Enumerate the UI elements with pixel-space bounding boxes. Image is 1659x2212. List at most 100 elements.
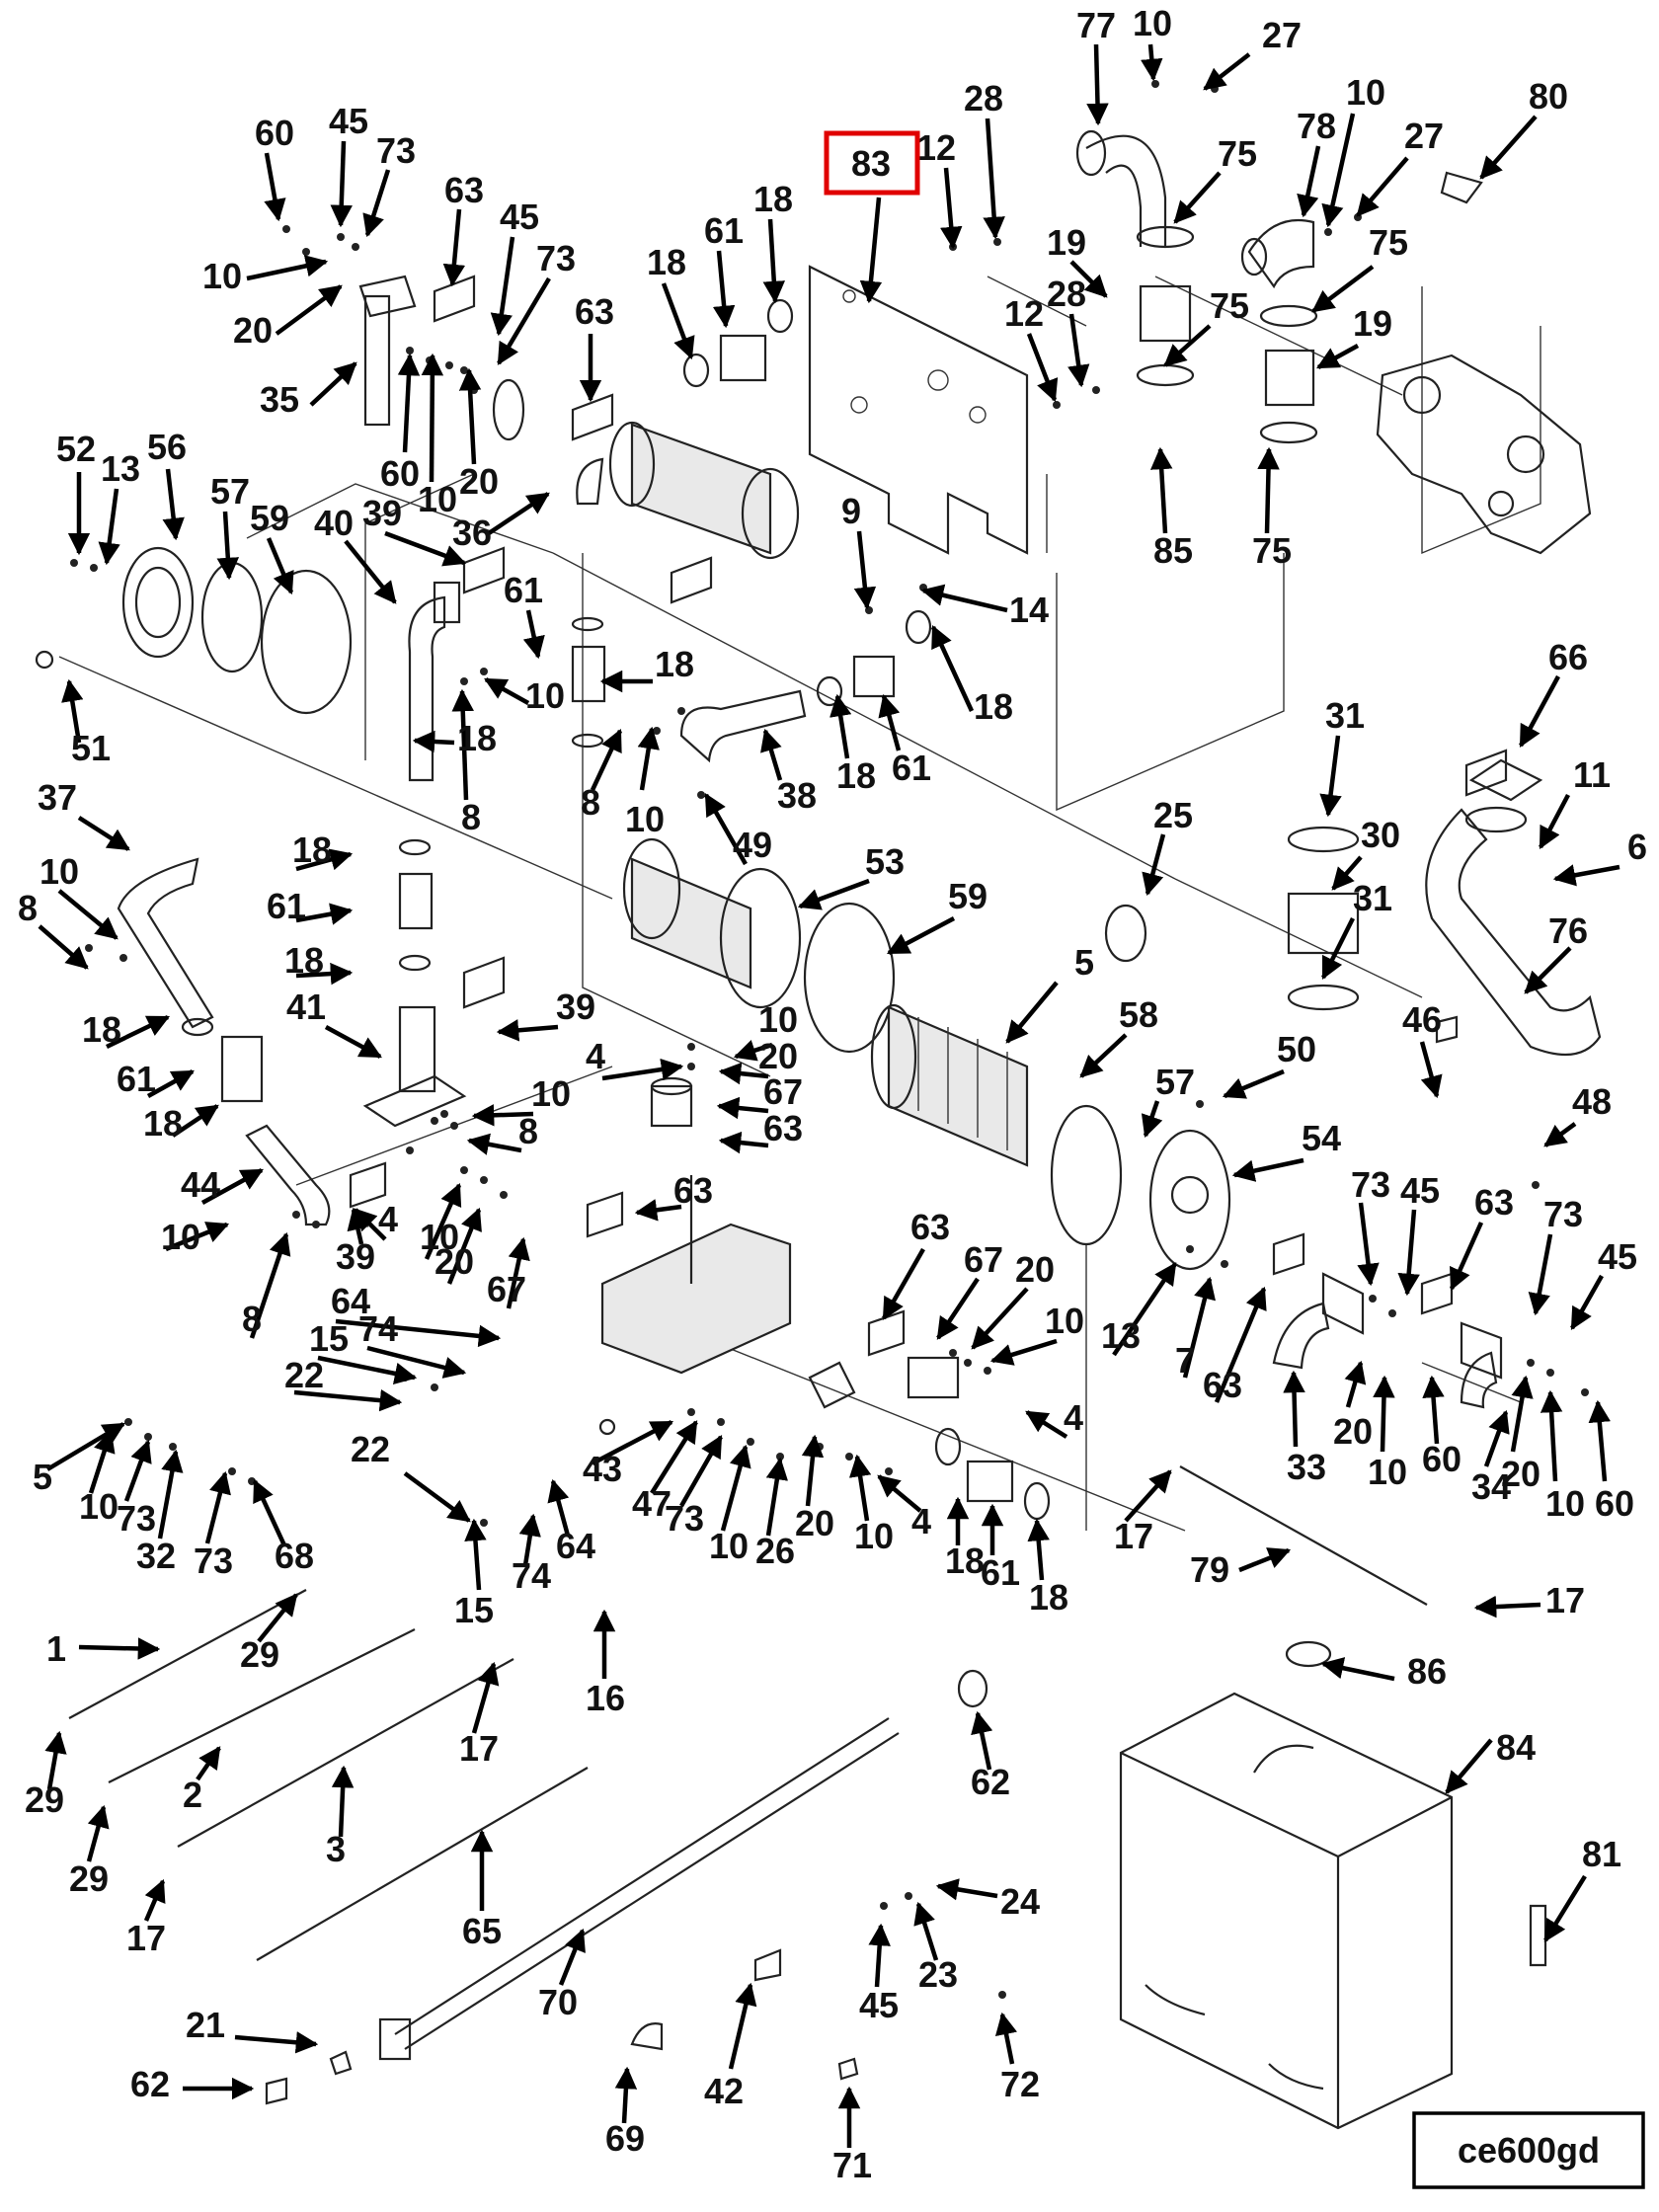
callout-6[interactable]: 6 (1627, 827, 1647, 867)
callout-10[interactable]: 10 (531, 1073, 571, 1114)
callout-3[interactable]: 3 (326, 1829, 346, 1869)
callout-13[interactable]: 13 (101, 448, 140, 489)
callout-28[interactable]: 28 (964, 78, 1003, 118)
callout-29[interactable]: 29 (69, 1858, 109, 1899)
callout-39[interactable]: 39 (362, 493, 402, 533)
callout-66[interactable]: 66 (1548, 637, 1588, 677)
callout-10[interactable]: 10 (709, 1526, 749, 1566)
callout-46[interactable]: 46 (1402, 999, 1442, 1040)
callout-35[interactable]: 35 (260, 379, 299, 420)
callout-53[interactable]: 53 (865, 841, 905, 882)
callout-77[interactable]: 77 (1076, 5, 1116, 45)
callout-2[interactable]: 2 (183, 1775, 202, 1815)
callout-10[interactable]: 10 (79, 1486, 118, 1527)
callout-10[interactable]: 10 (418, 479, 457, 519)
callout-22[interactable]: 22 (351, 1429, 390, 1469)
callout-65[interactable]: 65 (462, 1911, 502, 1951)
callout-52[interactable]: 52 (56, 429, 96, 469)
callout-60[interactable]: 60 (255, 113, 294, 153)
callout-64[interactable]: 64 (331, 1281, 370, 1321)
callout-29[interactable]: 29 (25, 1779, 64, 1820)
callout-47[interactable]: 47 (632, 1483, 672, 1524)
callout-29[interactable]: 29 (240, 1634, 279, 1675)
callout-39[interactable]: 39 (556, 987, 595, 1027)
callout-17[interactable]: 17 (459, 1728, 499, 1769)
callout-21[interactable]: 21 (186, 2005, 225, 2045)
callout-4[interactable]: 4 (586, 1036, 605, 1076)
callout-61[interactable]: 61 (981, 1552, 1020, 1593)
callout-18[interactable]: 18 (1029, 1577, 1068, 1618)
callout-24[interactable]: 24 (1000, 1881, 1040, 1922)
callout-17[interactable]: 17 (1545, 1580, 1585, 1620)
callout-62[interactable]: 62 (130, 2064, 170, 2104)
callout-43[interactable]: 43 (583, 1449, 622, 1489)
callout-73[interactable]: 73 (536, 238, 576, 278)
callout-45[interactable]: 45 (1598, 1236, 1637, 1277)
callout-4[interactable]: 4 (378, 1199, 398, 1239)
callout-60[interactable]: 60 (1422, 1439, 1462, 1479)
callout-49[interactable]: 49 (733, 825, 772, 865)
callout-61[interactable]: 61 (267, 886, 306, 926)
callout-45[interactable]: 45 (1400, 1170, 1440, 1211)
callout-39[interactable]: 39 (336, 1236, 375, 1277)
callout-45[interactable]: 45 (859, 1985, 899, 2025)
callout-80[interactable]: 80 (1529, 76, 1568, 117)
callout-18[interactable]: 18 (836, 755, 876, 796)
callout-73[interactable]: 73 (376, 130, 416, 171)
callout-48[interactable]: 48 (1572, 1081, 1612, 1122)
callout-61[interactable]: 61 (704, 210, 744, 251)
callout-10[interactable]: 10 (1545, 1483, 1585, 1524)
callout-54[interactable]: 54 (1302, 1118, 1341, 1158)
callout-71[interactable]: 71 (832, 2145, 872, 2185)
callout-69[interactable]: 69 (605, 2118, 645, 2159)
callout-5[interactable]: 5 (33, 1457, 52, 1497)
callout-12[interactable]: 12 (1004, 293, 1044, 334)
callout-27[interactable]: 27 (1262, 15, 1302, 55)
callout-73[interactable]: 73 (194, 1540, 233, 1581)
callout-27[interactable]: 27 (1404, 116, 1444, 156)
callout-1[interactable]: 1 (46, 1628, 66, 1669)
callout-10[interactable]: 10 (625, 799, 665, 839)
callout-8[interactable]: 8 (581, 782, 600, 823)
callout-51[interactable]: 51 (71, 728, 111, 768)
callout-7[interactable]: 7 (1175, 1340, 1195, 1381)
callout-12[interactable]: 12 (916, 127, 956, 168)
callout-62[interactable]: 62 (971, 1762, 1010, 1802)
callout-60[interactable]: 60 (1595, 1483, 1634, 1524)
callout-18[interactable]: 18 (284, 940, 324, 981)
callout-15[interactable]: 15 (454, 1590, 494, 1630)
callout-61[interactable]: 61 (504, 570, 543, 610)
callout-73[interactable]: 73 (1351, 1164, 1390, 1205)
callout-75[interactable]: 75 (1210, 285, 1249, 326)
callout-33[interactable]: 33 (1287, 1447, 1326, 1487)
callout-18[interactable]: 18 (945, 1540, 985, 1581)
callout-58[interactable]: 58 (1119, 994, 1158, 1035)
callout-74[interactable]: 74 (358, 1308, 398, 1349)
callout-57[interactable]: 57 (210, 471, 250, 512)
callout-18[interactable]: 18 (143, 1103, 183, 1144)
callout-45[interactable]: 45 (500, 197, 539, 237)
callout-28[interactable]: 28 (1047, 274, 1086, 314)
callout-23[interactable]: 23 (918, 1954, 958, 1995)
callout-18[interactable]: 18 (292, 830, 332, 870)
callout-72[interactable]: 72 (1000, 2064, 1040, 2104)
callout-41[interactable]: 41 (286, 987, 326, 1027)
callout-70[interactable]: 70 (538, 1982, 578, 2022)
callout-85[interactable]: 85 (1153, 530, 1193, 571)
callout-20[interactable]: 20 (1333, 1411, 1373, 1452)
callout-30[interactable]: 30 (1361, 815, 1400, 855)
callout-84[interactable]: 84 (1496, 1727, 1536, 1768)
callout-26[interactable]: 26 (755, 1531, 795, 1571)
callout-8[interactable]: 8 (242, 1299, 262, 1339)
callout-63[interactable]: 63 (1203, 1365, 1242, 1405)
callout-36[interactable]: 36 (452, 513, 492, 553)
callout-11[interactable]: 11 (1573, 754, 1611, 795)
callout-50[interactable]: 50 (1277, 1029, 1316, 1069)
callout-57[interactable]: 57 (1155, 1062, 1195, 1102)
callout-20[interactable]: 20 (434, 1241, 474, 1282)
callout-38[interactable]: 38 (777, 775, 817, 816)
callout-19[interactable]: 19 (1047, 222, 1086, 263)
callout-63[interactable]: 63 (575, 291, 614, 332)
callout-73[interactable]: 73 (117, 1498, 156, 1539)
callout-18[interactable]: 18 (655, 644, 694, 684)
